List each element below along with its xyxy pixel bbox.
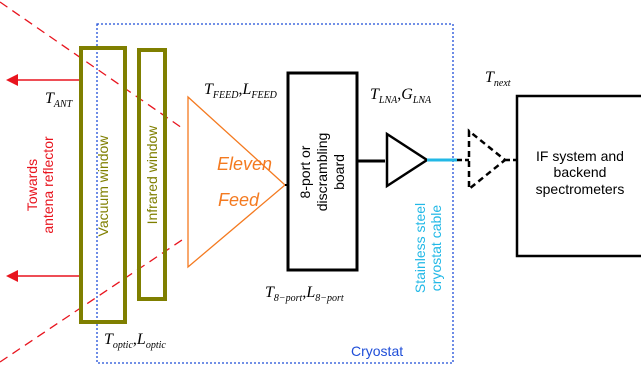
if-label-line1: IF system and [536,148,624,164]
eight-port-board [286,71,359,272]
cable-label-line1: Stainless steel [412,203,428,293]
if-system-box [515,94,641,258]
towards-label: Towards [24,159,40,211]
lna-amplifier [385,131,430,189]
next-amplifier [467,128,507,192]
board-label-line2: discrambling [314,133,330,212]
t-feed-l-feed-label: TFEED,LFEED [204,81,278,101]
vacuum-window-label: Vacuum window [95,135,111,237]
feed-label: Feed [218,190,260,210]
t-ant-label: TANT [45,90,74,110]
cryostat-boundary [96,23,454,364]
if-label-line3: spectrometers [536,181,625,197]
reflector-label: antena reflector [40,136,56,234]
t-next-label: Tnext [485,69,511,89]
infrared-window-label: Infrared window [144,125,160,225]
infrared-window [137,48,167,301]
t-8port-l-8port-label: T8−port,L8−port [265,284,344,304]
eleven-feed-horn [187,95,286,269]
reflector-arrows [6,74,81,282]
cryostat-label: Cryostat [351,343,403,359]
beam-line-upper [0,1,186,131]
eleven-label: Eleven [217,154,272,174]
vacuum-window [79,46,127,324]
arrow-top-head [6,74,18,86]
if-label-line2: backend [554,164,607,180]
t-lna-g-lna-label: TLNA,GLNA [370,86,432,106]
beam-line-lower [0,237,186,363]
cable-label-line2: cryostat cable [428,205,444,292]
arrow-bottom-head [6,270,18,282]
t-optic-l-optic-label: Toptic,Loptic [104,331,166,351]
board-label-line1: 8-port or [297,145,313,198]
board-label-line3: board [331,154,347,190]
